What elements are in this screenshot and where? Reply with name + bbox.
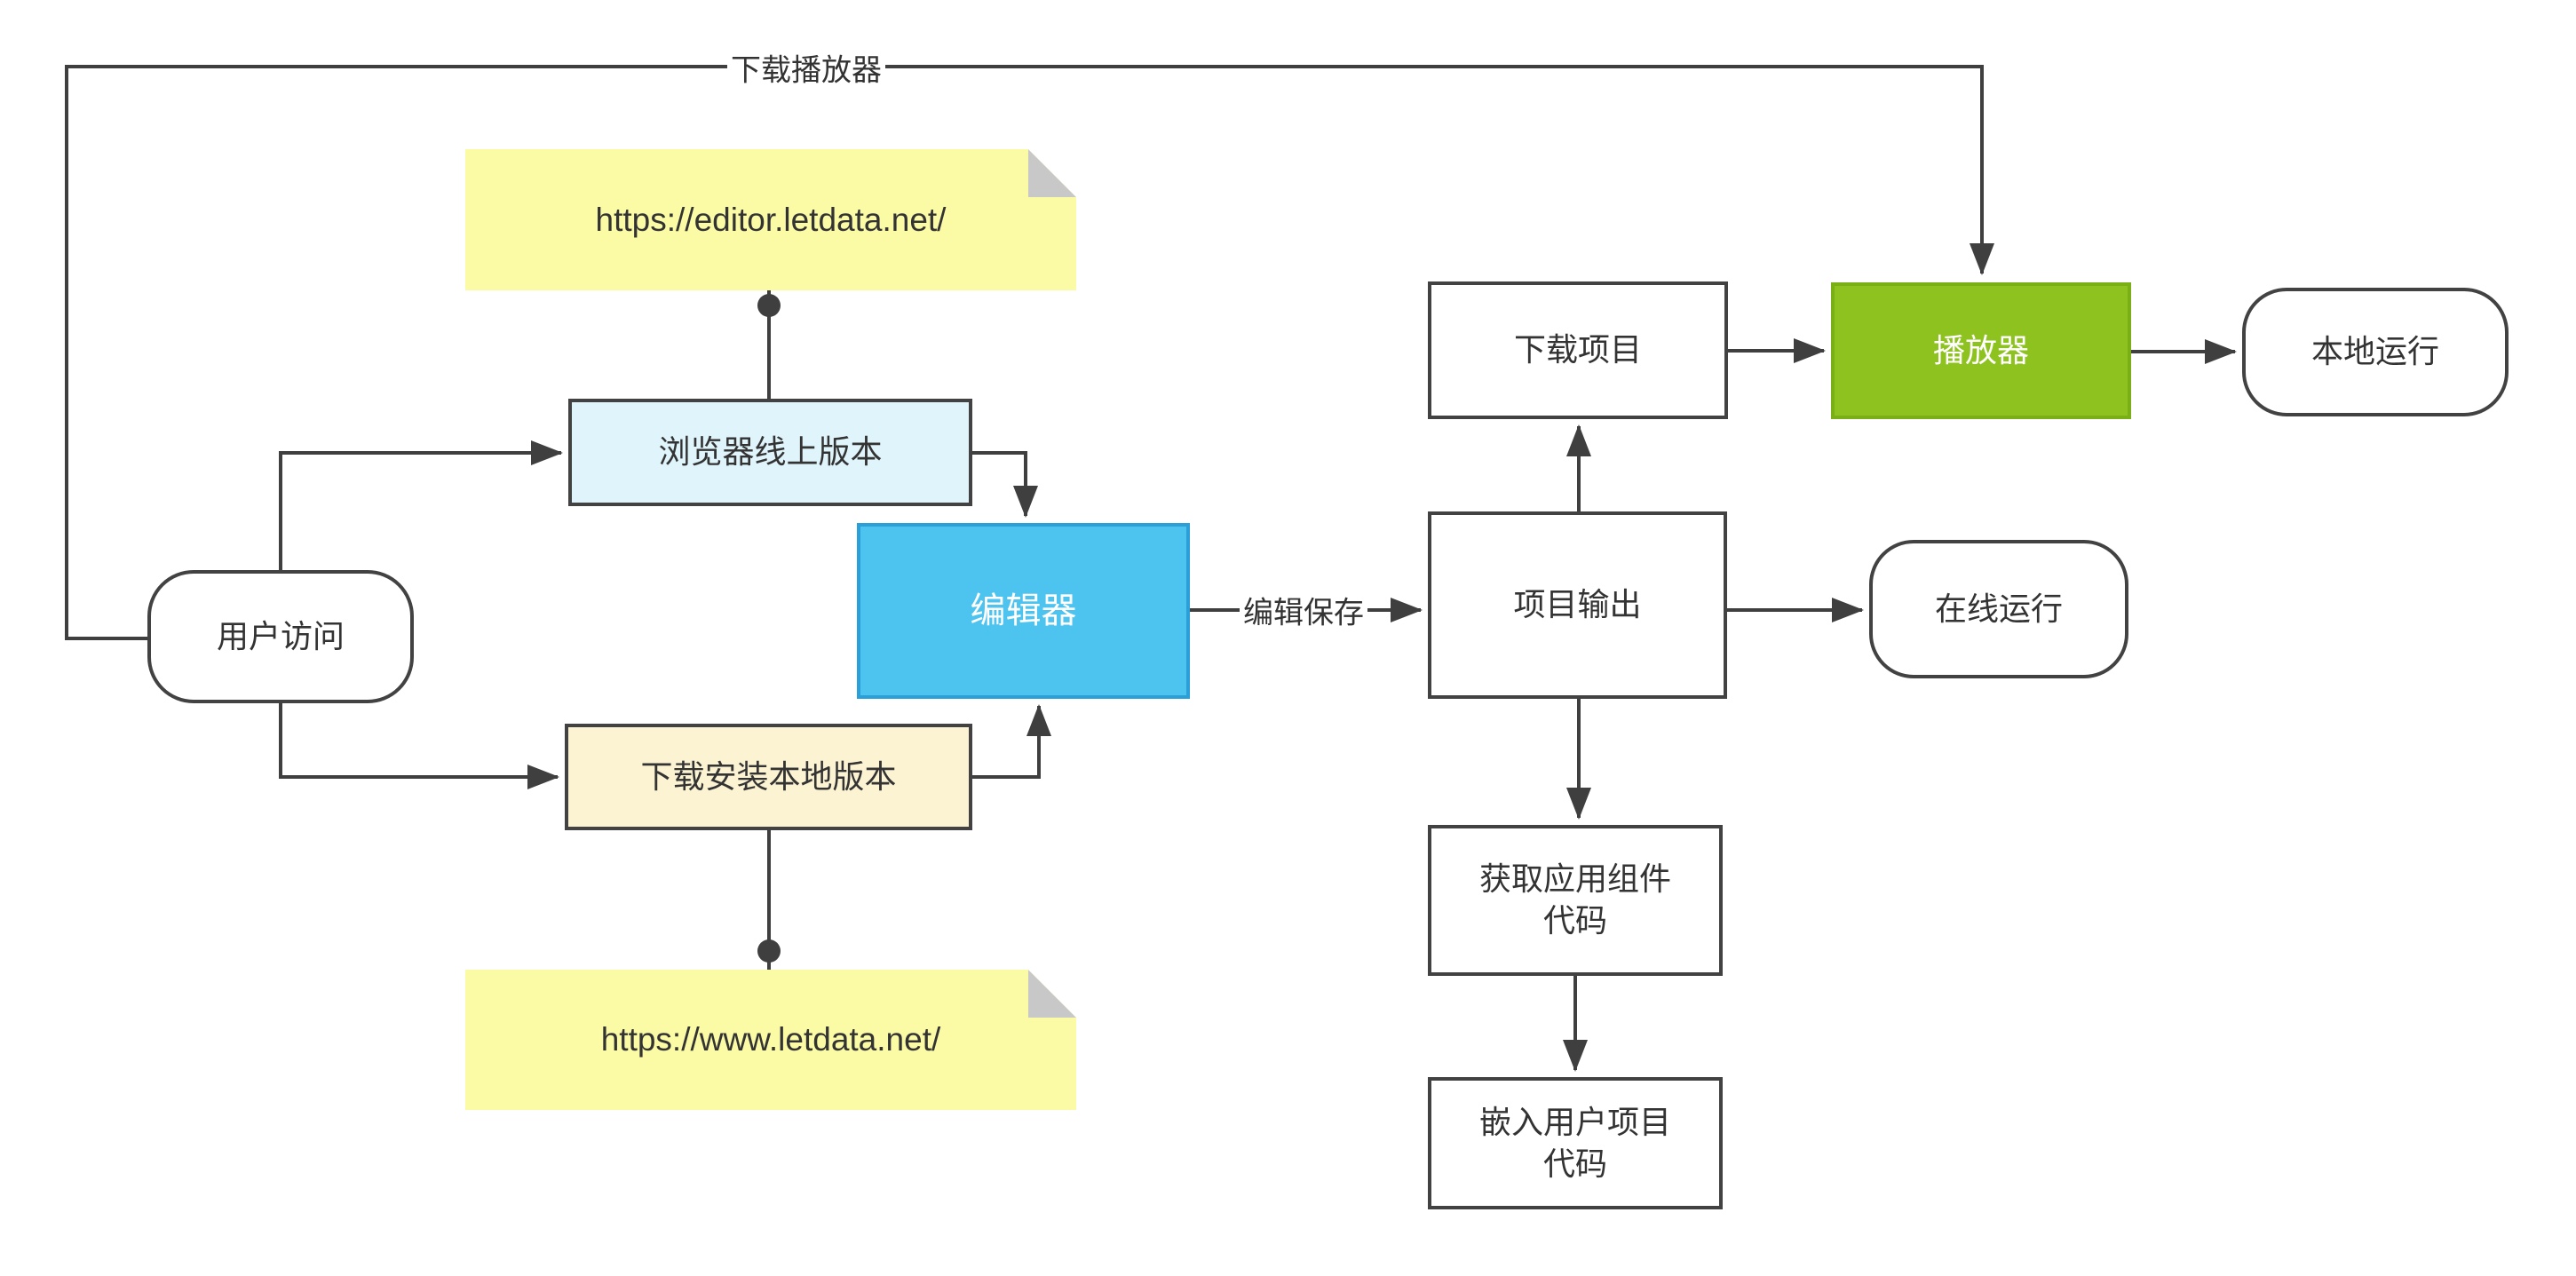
edge-local-to-editor	[972, 704, 1051, 779]
anchor-note2-dot	[757, 939, 781, 963]
node-user-access-label: 用户访问	[216, 617, 345, 654]
node-run-local: 本地运行	[2242, 288, 2509, 416]
node-project-output-label: 项目输出	[1513, 586, 1642, 623]
node-run-online-label: 在线运行	[1934, 590, 2063, 627]
node-project-output: 项目输出	[1428, 511, 1727, 699]
node-download-local-version: 下载安装本地版本	[565, 724, 972, 830]
node-download-project-label: 下载项目	[1513, 331, 1642, 369]
node-editor: 编辑器	[857, 523, 1190, 699]
node-browser-online-label: 浏览器线上版本	[658, 433, 883, 471]
node-embed-project-code: 嵌入用户项目 代码	[1428, 1077, 1723, 1209]
edge-user-to-browser	[279, 440, 563, 570]
edge-browser-to-editor	[972, 451, 1038, 518]
edge-label-download-player: 下载播放器	[727, 45, 885, 90]
node-embed-project-code-line1: 嵌入用户项目	[1478, 1103, 1671, 1140]
node-player: 播放器	[1831, 282, 2131, 419]
www-url-text: https://www.letdata.net/	[600, 1021, 941, 1058]
node-player-label: 播放器	[1932, 331, 2029, 369]
node-user-access: 用户访问	[147, 570, 414, 703]
node-download-local-label: 下载安装本地版本	[640, 757, 897, 795]
edge-user-to-player	[65, 65, 1994, 640]
sticky-note-editor-url: https://editor.letdata.net/	[465, 149, 1076, 290]
edge-user-to-local	[279, 703, 559, 789]
sticky-note-www-url: https://www.letdata.net/	[465, 970, 1076, 1110]
anchor-note1-dot	[757, 294, 781, 317]
node-browser-online-version: 浏览器线上版本	[568, 399, 972, 506]
node-run-online: 在线运行	[1869, 540, 2128, 678]
edge-label-edit-save: 编辑保存	[1240, 588, 1367, 632]
node-run-local-label: 本地运行	[2310, 333, 2439, 370]
node-get-component-code-line2: 代码	[1542, 902, 1607, 939]
editor-url-text: https://editor.letdata.net/	[595, 201, 947, 238]
node-download-project: 下载项目	[1428, 281, 1728, 419]
node-editor-label: 编辑器	[970, 591, 1077, 630]
node-get-component-code: 获取应用组件 代码	[1428, 825, 1723, 976]
node-get-component-code-line1: 获取应用组件	[1478, 860, 1671, 898]
node-embed-project-code-line2: 代码	[1542, 1145, 1607, 1182]
